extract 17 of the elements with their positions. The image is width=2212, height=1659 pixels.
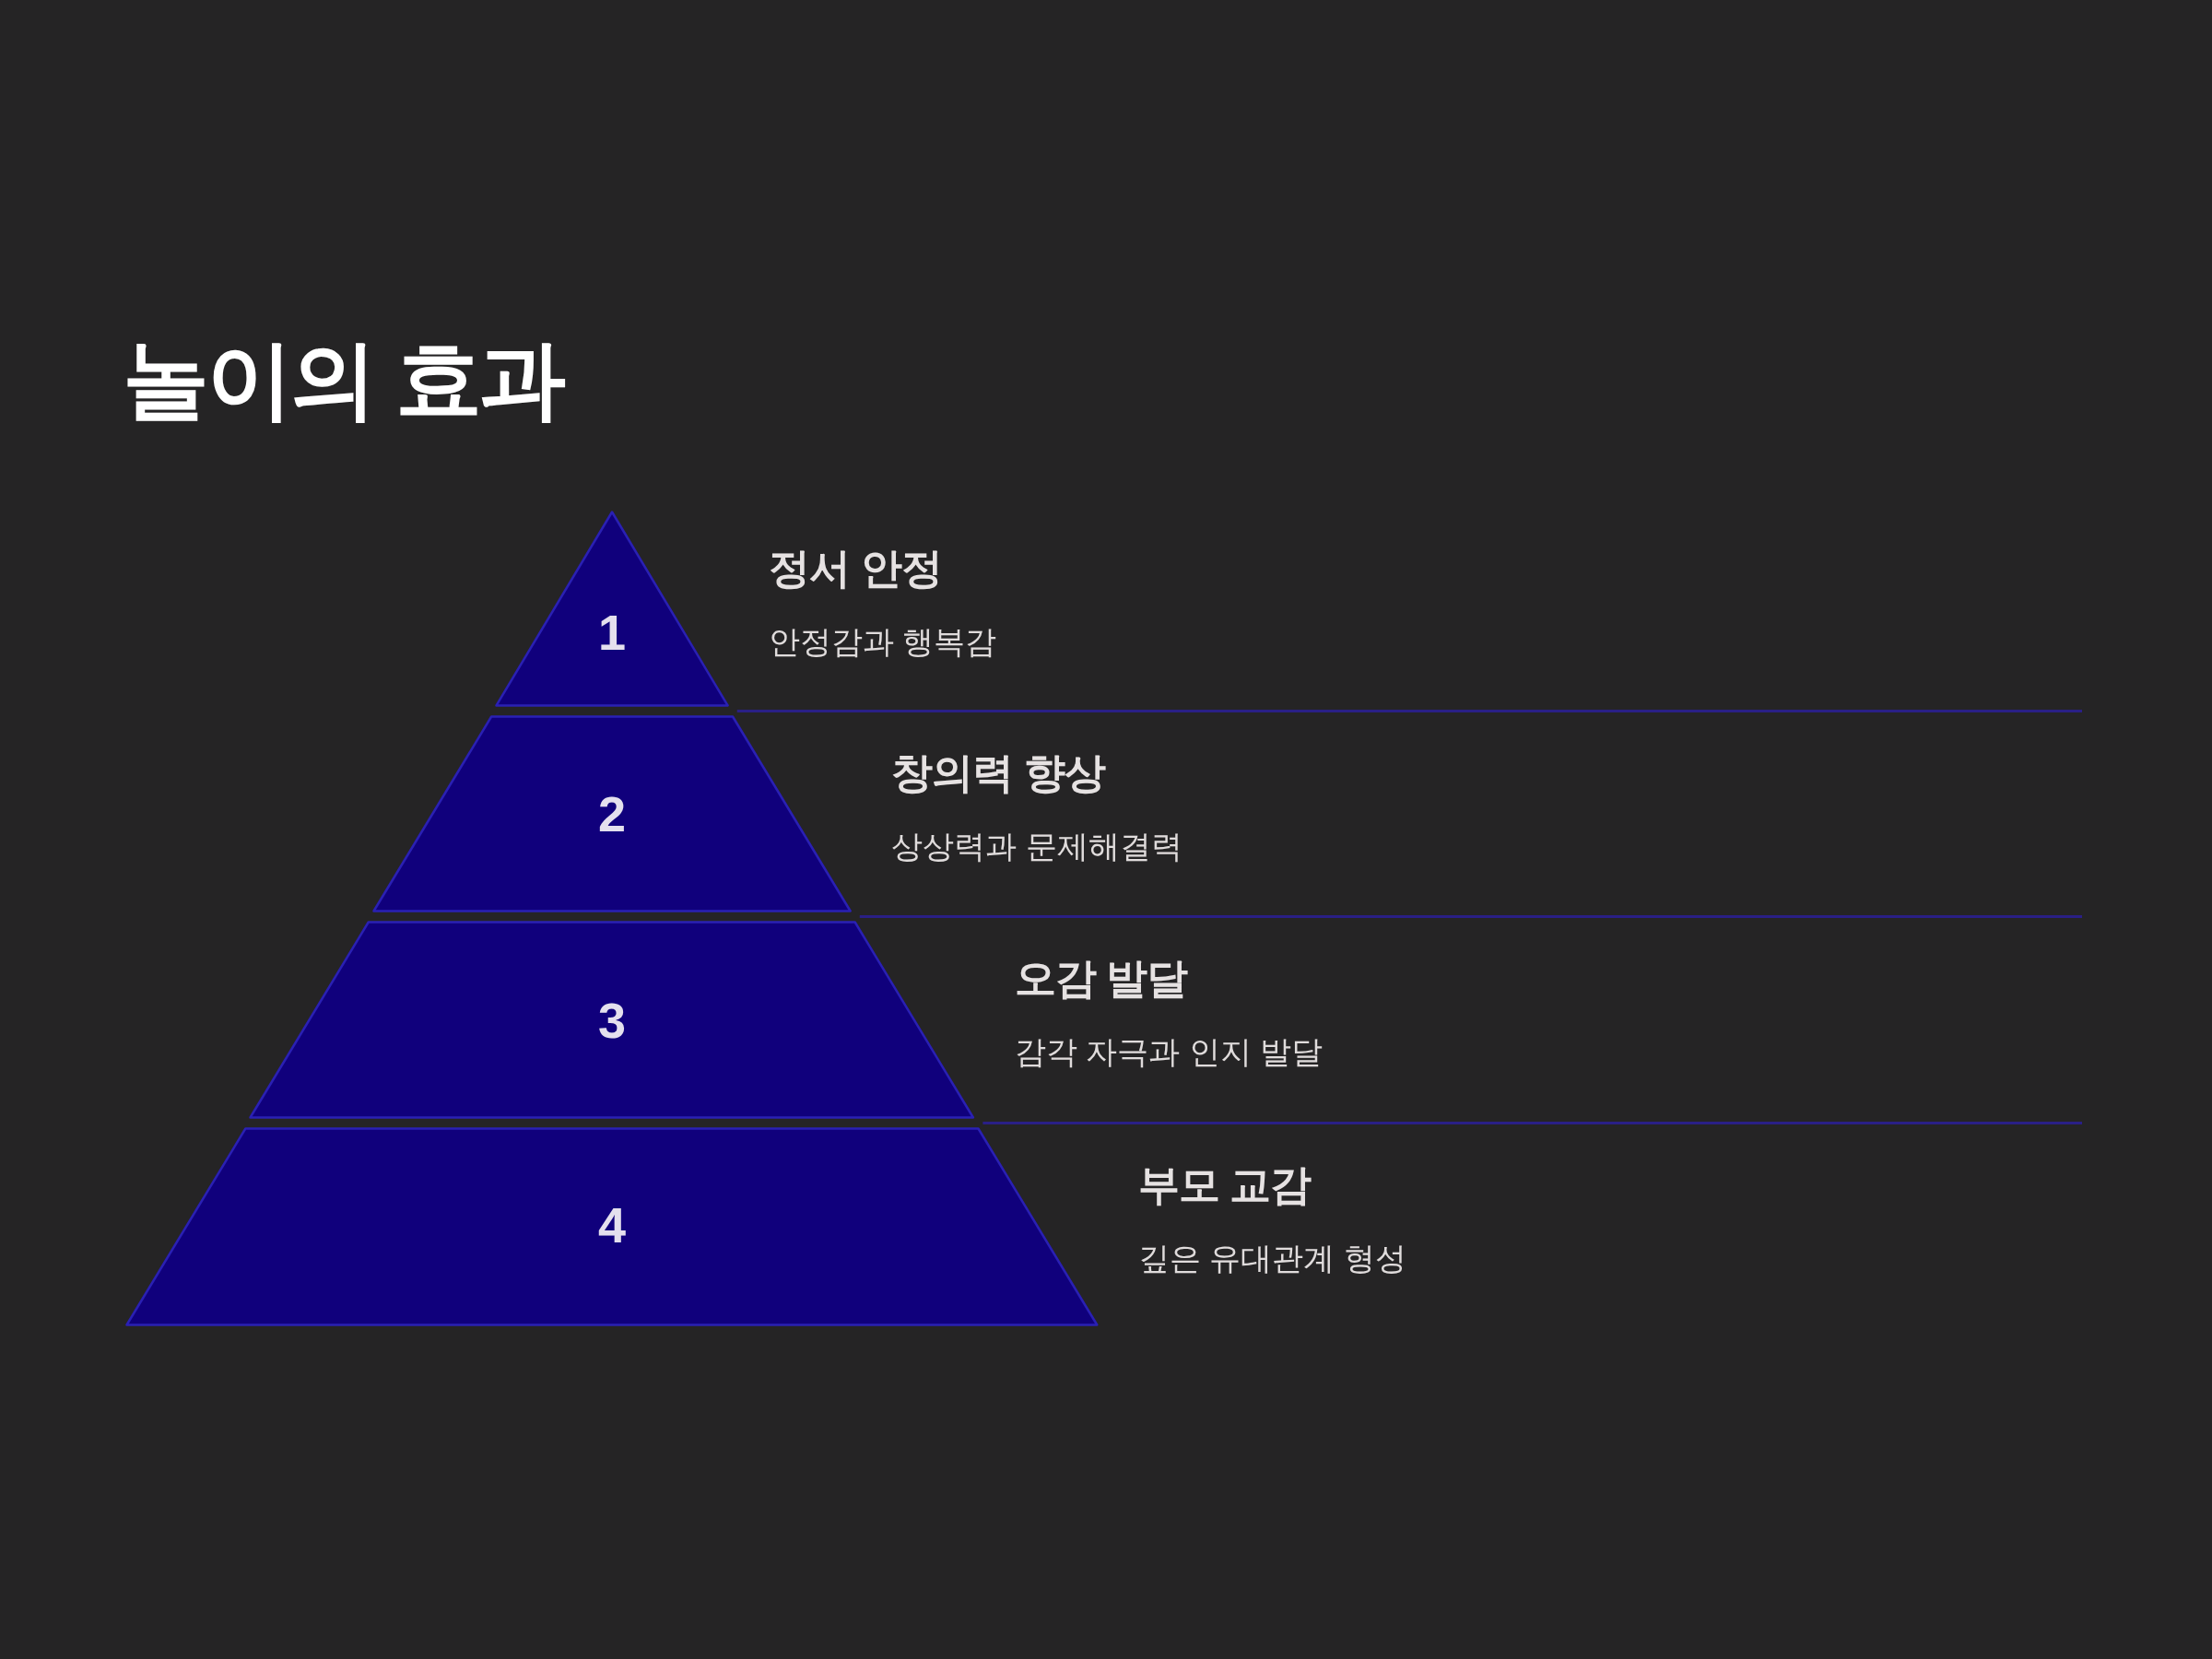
title: 놀이의 효과	[123, 332, 564, 428]
tier-number: 1	[597, 607, 626, 657]
pyramid-tier	[371, 715, 853, 912]
tier-heading: 창의력 향상	[891, 748, 1105, 798]
tier-description: 상상력과 문제해결력	[891, 827, 1182, 865]
tier-description: 안정감과 행복감	[769, 622, 997, 661]
tier-number: 2	[597, 789, 626, 839]
pyramid-tier	[249, 921, 975, 1119]
tier-description: 감각 자극과 인지 발달	[1014, 1032, 1324, 1071]
tier-heading: 부모 교감	[1137, 1160, 1312, 1210]
pyramid-tier	[494, 511, 730, 707]
tier-heading: 오감 발달	[1014, 954, 1188, 1004]
tier-number: 4	[597, 1200, 626, 1250]
tier-description: 깊은 유대관계 형성	[1137, 1239, 1406, 1277]
tier-heading: 정서 안정	[769, 544, 942, 594]
pyramid-tier	[125, 1127, 1099, 1326]
tier-number: 3	[597, 995, 626, 1045]
